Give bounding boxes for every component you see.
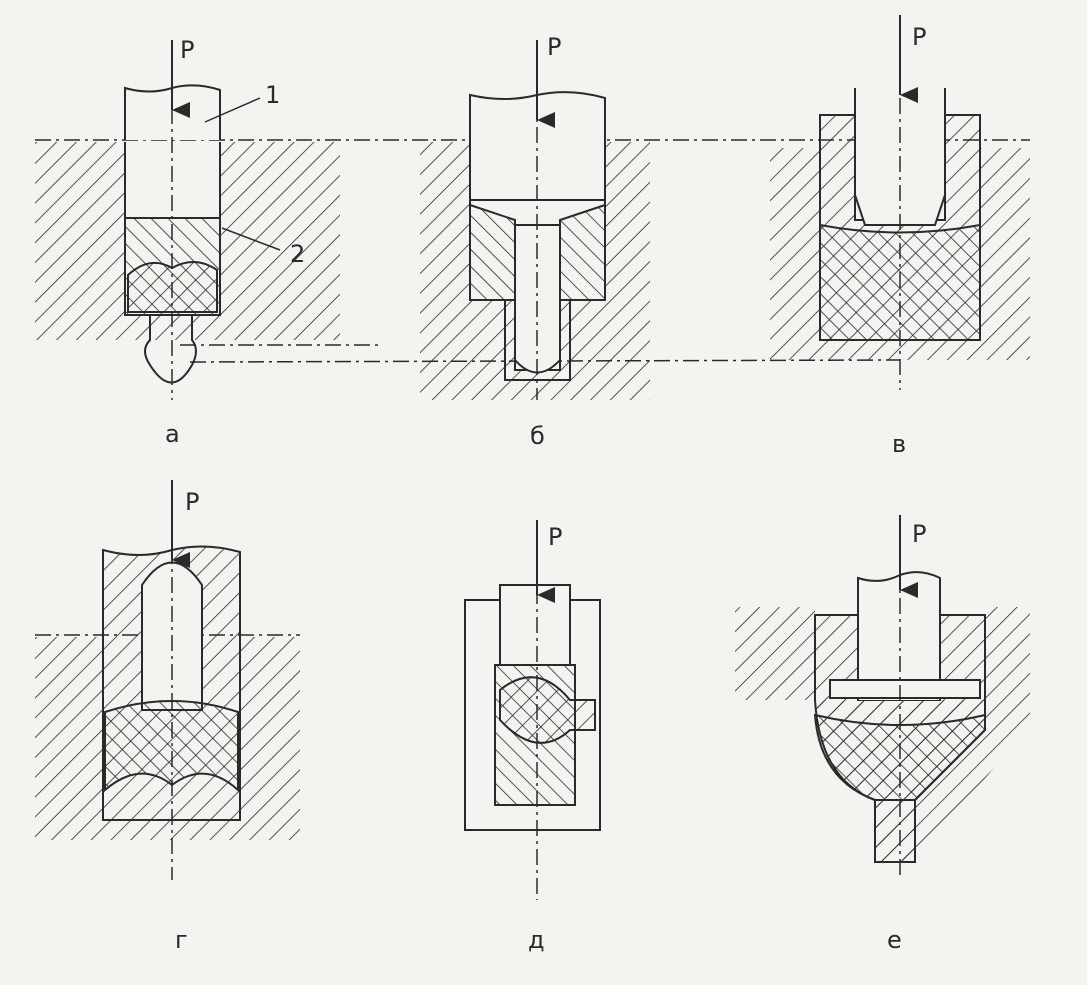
callout-punch: 1	[265, 81, 280, 109]
force-label: P	[185, 488, 199, 516]
force-label: P	[548, 523, 562, 551]
panel-g: P г	[35, 480, 300, 954]
panel-label-g: г	[175, 926, 188, 954]
panel-b: P б	[420, 33, 650, 450]
force-label: P	[180, 36, 194, 64]
panel-a: P 1 2 а	[35, 36, 340, 448]
panel-label-v: в	[892, 430, 906, 458]
panel-e: P е	[735, 515, 1030, 954]
panel-label-a: а	[165, 420, 180, 448]
panel-label-d: д	[528, 926, 545, 954]
panel-d: P д	[464, 520, 601, 954]
panel-label-e: е	[887, 926, 902, 954]
force-label: P	[912, 520, 926, 548]
panel-label-b: б	[530, 422, 545, 450]
force-label: P	[912, 23, 926, 51]
force-label: P	[547, 33, 561, 61]
callout-billet: 2	[290, 240, 305, 268]
panel-v: P в	[770, 15, 1030, 458]
